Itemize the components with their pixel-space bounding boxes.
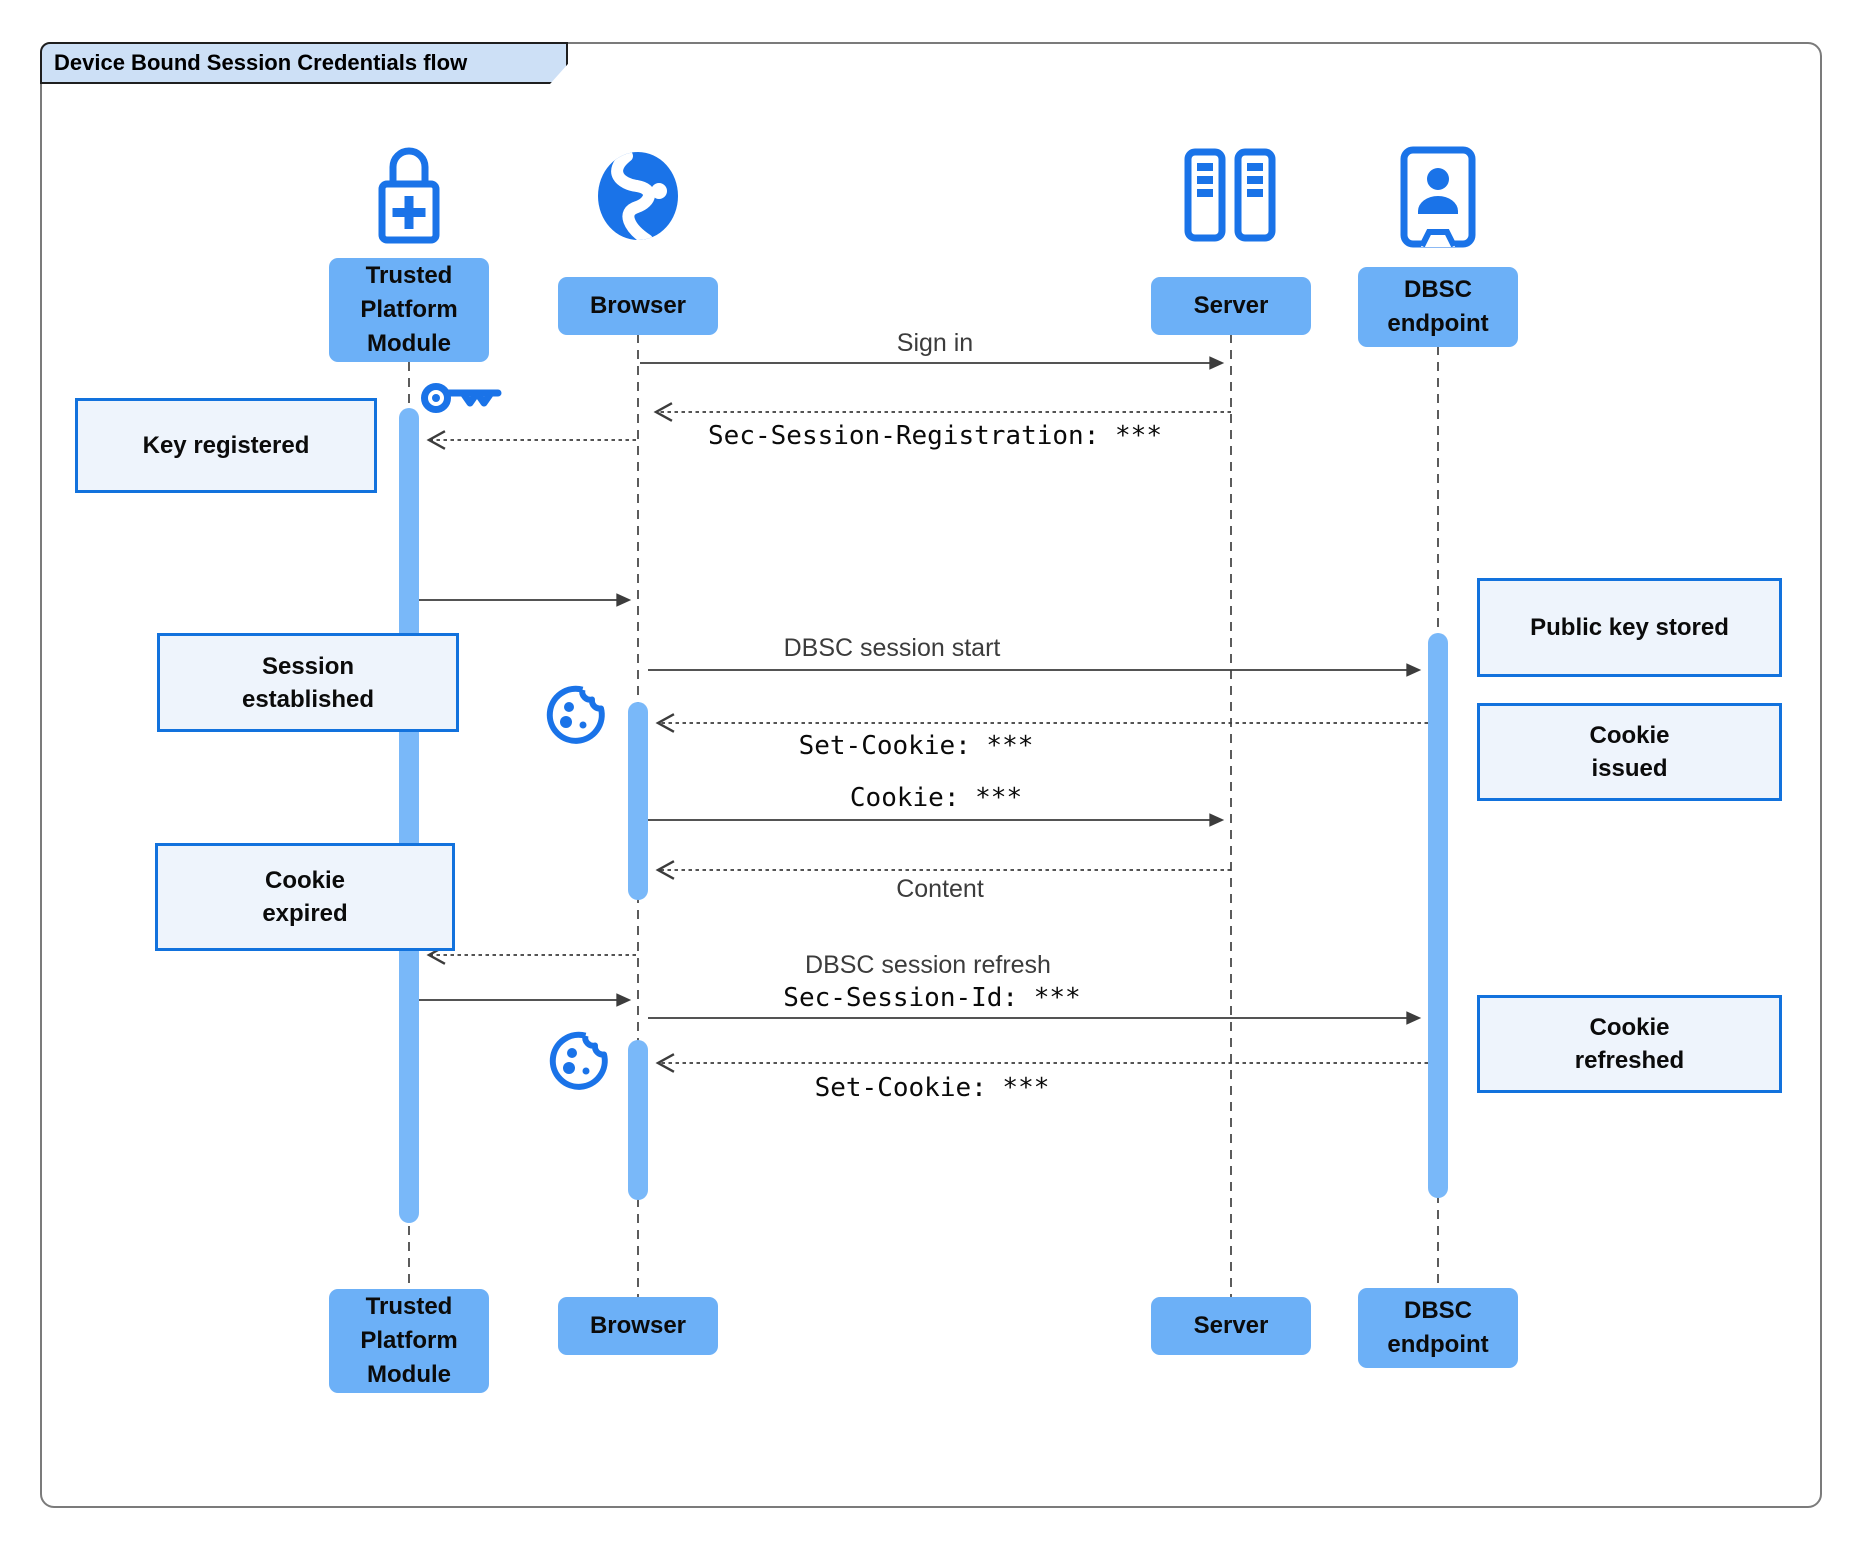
- participant-label: Server: [1193, 1312, 1269, 1339]
- cookie-icon: [549, 1031, 608, 1090]
- note-public-key-stored: Public key stored: [1477, 578, 1782, 677]
- participant-bottom-server: Server: [1151, 1297, 1311, 1355]
- message-label-content: Content: [896, 875, 984, 903]
- globe-icon: [598, 152, 678, 240]
- message-label-dbsc-session-start: DBSC session start: [783, 634, 1001, 662]
- message-label-sec-session-id: Sec-Session-Id: ***: [783, 983, 1081, 1013]
- message-label-sec-session-registration: Sec-Session-Registration: ***: [708, 421, 1162, 451]
- plus-glyph: [392, 196, 426, 229]
- person-head: [1427, 168, 1449, 190]
- participant-top-tpm: Trusted Platform Module: [329, 258, 489, 362]
- participant-top-browser: Browser: [558, 277, 718, 335]
- note-cookie-issued: Cookie issued: [1477, 703, 1782, 801]
- activation-bar-tpm: [399, 408, 419, 1223]
- diagram-title: Device Bound Session Credentials flow: [40, 42, 568, 84]
- participant-label: Server: [1193, 292, 1269, 319]
- message-label-sign-in: Sign in: [896, 329, 974, 357]
- note-session-established: Session established: [157, 633, 459, 732]
- activation-bar-dbsc-endpoint: [1428, 633, 1448, 1198]
- person-shoulders: [1418, 196, 1458, 214]
- note-cookie-refreshed: Cookie refreshed: [1477, 995, 1782, 1093]
- note-cookie-expired: Cookie expired: [155, 843, 455, 951]
- key-icon: [421, 383, 502, 413]
- participant-label: Trusted Platform Module: [360, 262, 458, 357]
- message-label-cookie: Cookie: ***: [849, 783, 1023, 813]
- participant-bottom-tpm: Trusted Platform Module: [329, 1289, 489, 1393]
- diagram-title-label: Device Bound Session Credentials flow: [54, 50, 468, 75]
- participant-bottom-browser: Browser: [558, 1297, 718, 1355]
- activation-bar-browser-2: [628, 1040, 648, 1200]
- message-label-dbsc-session-refresh: DBSC session refresh: [805, 951, 1051, 979]
- endpoint-user-icon: [1400, 146, 1476, 248]
- message-label-set-cookie-1: Set-Cookie: ***: [798, 731, 1034, 761]
- note-key-registered: Key registered: [75, 398, 377, 493]
- participant-top-dbsc-endpoint: DBSC endpoint: [1358, 267, 1518, 347]
- participant-label: Browser: [589, 292, 687, 319]
- cookie-icon: [546, 685, 605, 744]
- activation-bar-browser-1: [628, 702, 648, 900]
- message-label-set-cookie-2: Set-Cookie: ***: [814, 1073, 1050, 1103]
- participant-label: Browser: [589, 1312, 687, 1339]
- participant-label: Trusted Platform Module: [360, 1293, 458, 1388]
- participant-label: DBSC endpoint: [1387, 1297, 1489, 1358]
- participant-top-server: Server: [1151, 277, 1311, 335]
- server-rack-icon: [1184, 148, 1276, 242]
- lock-plus-icon: [378, 147, 440, 244]
- participant-label: DBSC endpoint: [1387, 276, 1489, 337]
- participant-bottom-dbsc-endpoint: DBSC endpoint: [1358, 1288, 1518, 1368]
